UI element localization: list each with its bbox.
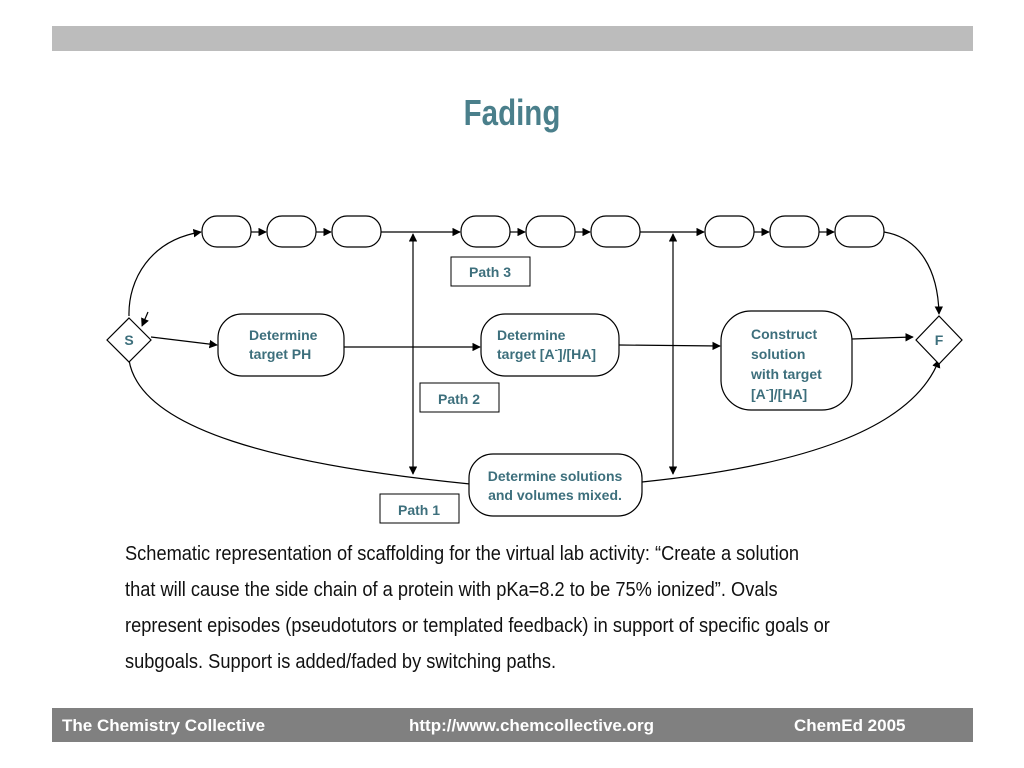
footer-org: The Chemistry Collective <box>62 716 266 735</box>
path3-oval-8 <box>769 215 820 248</box>
footer-event: ChemEd 2005 <box>794 716 906 735</box>
svg-text:and volumes mixed.: and volumes mixed. <box>488 487 622 503</box>
caption-line: represent episodes (pseudotutors or temp… <box>125 614 830 637</box>
svg-text:Determine: Determine <box>497 327 566 343</box>
path3-oval-2 <box>266 215 317 248</box>
path3-oval-9 <box>834 215 885 248</box>
svg-text:Determine solutions: Determine solutions <box>488 468 623 484</box>
node-construct-solution: Construct solution with target [A-]/[HA] <box>720 310 853 411</box>
svg-text:Path 3: Path 3 <box>469 264 511 280</box>
path3-connectors <box>128 227 944 317</box>
svg-text:with target: with target <box>750 366 822 382</box>
caption-line: subgoals. Support is added/faded by swit… <box>125 650 557 673</box>
slide-title: Fading <box>463 92 561 133</box>
node-determine-target-ratio: Determine target [A-]/[HA] <box>480 313 620 377</box>
footer-bar: The Chemistry Collective http://www.chem… <box>52 708 973 742</box>
svg-text:Path 2: Path 2 <box>438 391 480 407</box>
path3-oval-3 <box>331 215 382 248</box>
caption-line: Schematic representation of scaffolding … <box>125 542 800 565</box>
caption: Schematic representation of scaffolding … <box>125 536 965 680</box>
path2-label: Path 2 <box>419 382 500 413</box>
path3-episode-ovals <box>201 215 885 248</box>
path-switch-arrows <box>408 233 678 475</box>
finish-node: F <box>915 315 963 365</box>
path2-connectors <box>128 311 941 485</box>
path3-oval-7 <box>704 215 755 248</box>
path3-label: Path 3 <box>450 256 531 287</box>
top-decorative-bar <box>52 26 973 51</box>
path3-oval-5 <box>525 215 576 248</box>
start-label: S <box>124 332 133 348</box>
svg-text:Construct: Construct <box>751 326 817 342</box>
node-determine-target-ph: Determine target PH <box>217 313 345 377</box>
svg-text:solution: solution <box>751 346 805 362</box>
caption-line: that will cause the side chain of a prot… <box>125 578 778 601</box>
path1-label: Path 1 <box>379 493 460 524</box>
finish-label: F <box>935 332 944 348</box>
footer-url: http://www.chemcollective.org <box>409 716 654 735</box>
path3-oval-1 <box>201 215 252 248</box>
svg-text:Determine: Determine <box>249 327 318 343</box>
svg-text:target [A-]/[HA]: target [A-]/[HA] <box>497 345 596 362</box>
svg-text:Path 1: Path 1 <box>398 502 440 518</box>
node-determine-solutions: Determine solutions and volumes mixed. <box>468 453 643 517</box>
svg-text:[A-]/[HA]: [A-]/[HA] <box>751 385 807 402</box>
path3-oval-4 <box>460 215 511 248</box>
start-node: S <box>106 317 152 363</box>
svg-text:target PH: target PH <box>249 346 311 362</box>
path3-oval-6 <box>590 215 641 248</box>
